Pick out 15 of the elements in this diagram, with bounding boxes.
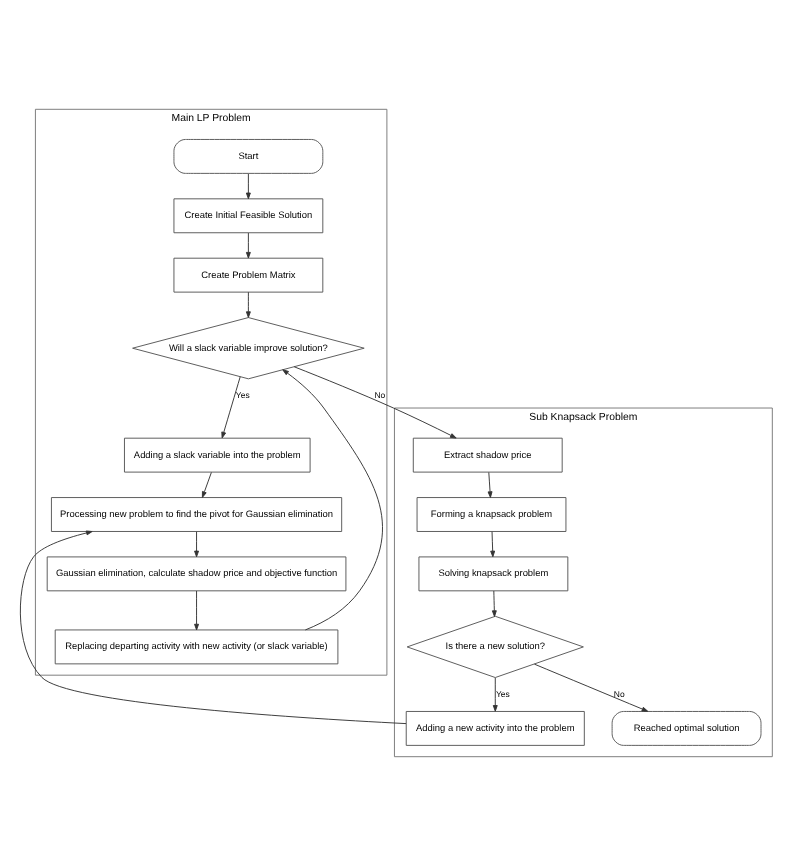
arrow bbox=[194, 589, 199, 630]
arrow bbox=[487, 470, 493, 497]
arrow bbox=[194, 530, 199, 557]
arrow bbox=[282, 368, 383, 630]
arrow bbox=[534, 662, 649, 711]
arrow bbox=[245, 172, 251, 199]
arrow bbox=[492, 676, 498, 711]
arrow bbox=[245, 231, 251, 258]
arrow bbox=[491, 589, 497, 616]
arrow bbox=[490, 530, 496, 557]
arrow bbox=[19, 529, 407, 724]
arrow bbox=[201, 470, 212, 497]
arrow bbox=[293, 365, 457, 438]
arrow bbox=[221, 375, 241, 438]
arrow bbox=[245, 290, 251, 317]
